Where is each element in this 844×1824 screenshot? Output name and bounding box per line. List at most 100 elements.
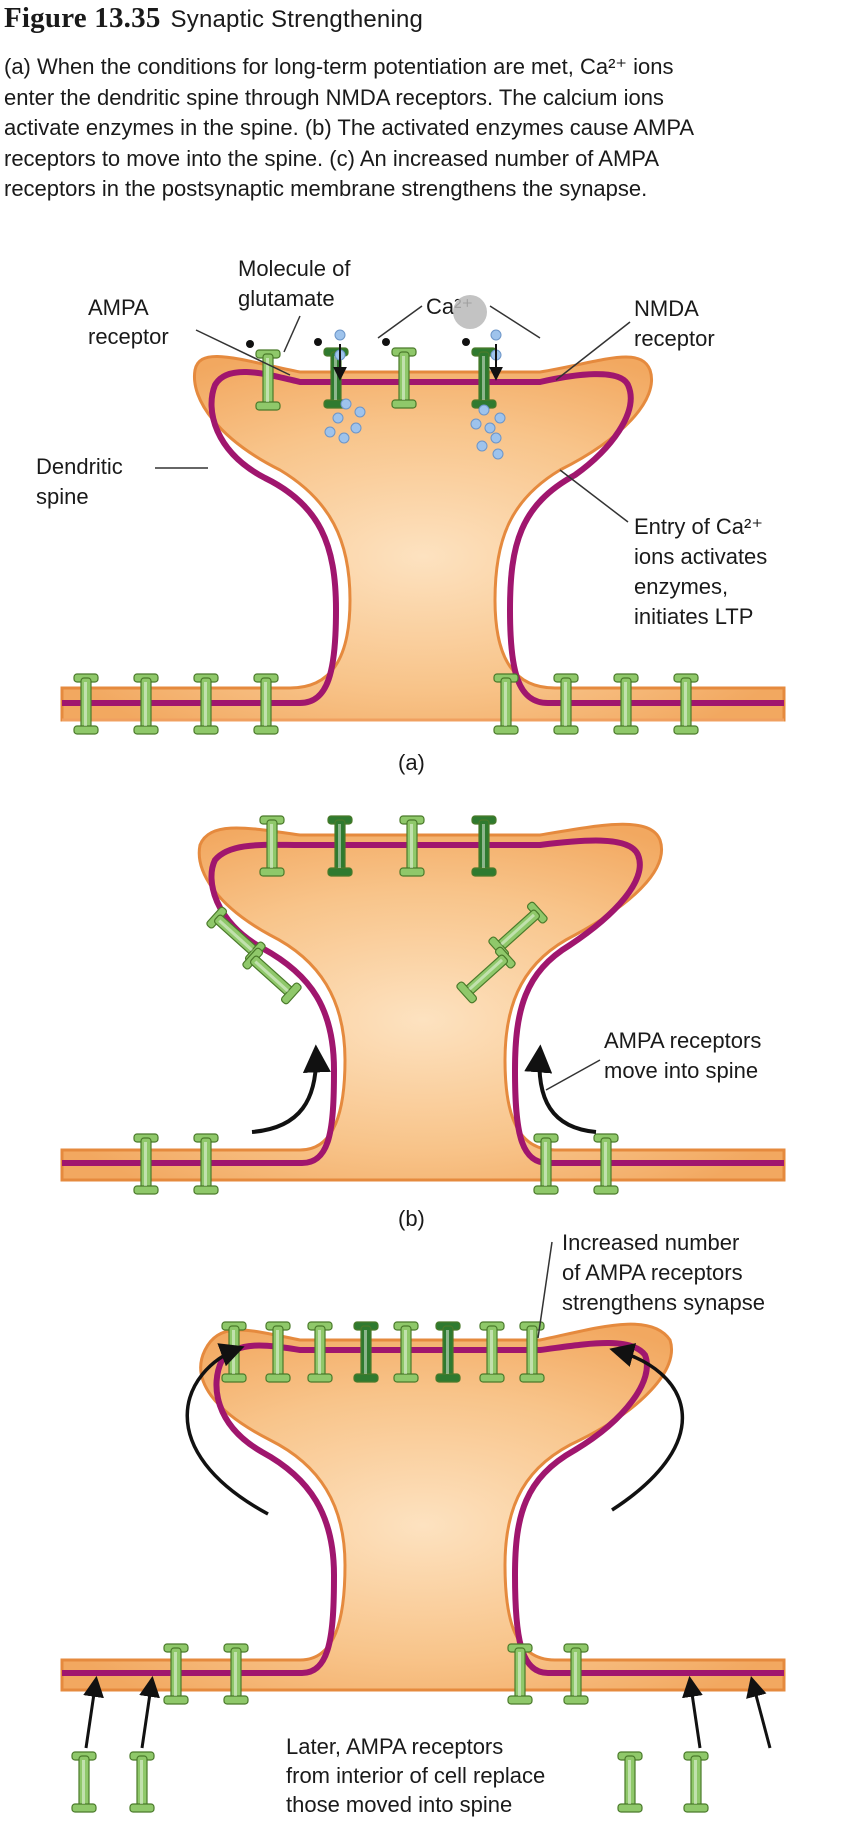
ampa-receptor <box>129 1751 155 1813</box>
calcium-ion <box>350 422 362 434</box>
ampa-receptor <box>553 673 579 735</box>
ampa-receptor <box>493 673 519 735</box>
increase-note-line1: Increased number <box>562 1230 739 1255</box>
nmda-receptor-label-line1: NMDA <box>634 296 699 321</box>
replace-note-line1: Later, AMPA receptors <box>286 1734 503 1759</box>
glutamate-molecule <box>462 338 470 346</box>
ampa-receptor <box>246 340 281 411</box>
replace-arrow-1 <box>83 1675 104 1749</box>
ampa-receptor <box>242 947 302 1005</box>
calcium-ion <box>492 448 504 460</box>
ampa-receptor <box>393 1321 419 1383</box>
increase-note-line2: of AMPA receptors <box>562 1260 743 1285</box>
replace-note-line3: those moved into spine <box>286 1792 512 1817</box>
glutamate-label-line1: Molecule of <box>238 256 351 281</box>
move-arrow-left <box>251 1044 331 1134</box>
ampa-receptor <box>163 1643 189 1705</box>
entry-note-line4: initiates LTP <box>634 604 753 629</box>
postsynaptic-membrane <box>62 369 784 706</box>
nmda-receptor <box>435 1321 461 1383</box>
calcium-ion <box>334 329 346 341</box>
ampa-receptor <box>193 1133 219 1195</box>
increase-note-leader <box>537 1241 553 1339</box>
ampa-receptor-label-line1: AMPA <box>88 295 149 320</box>
panel-c-annotations: Increased number of AMPA receptors stren… <box>83 1230 772 1817</box>
calcium-ion <box>354 406 366 418</box>
ampa-receptor <box>133 673 159 735</box>
ampa-receptor <box>223 1643 249 1705</box>
panel-b <box>60 822 786 1182</box>
calcium-ion <box>340 398 352 410</box>
calcium-ion <box>332 412 344 424</box>
ampa-receptor <box>593 1133 619 1195</box>
ampa-receptor <box>399 815 425 877</box>
calcium-ion <box>490 432 502 444</box>
caption-line: activate enzymes in the spine. (b) The a… <box>4 115 695 140</box>
move-note-leader <box>545 1059 601 1091</box>
figure-caption: (a) When the conditions for long-term po… <box>4 52 834 205</box>
calcium-ion <box>484 422 496 434</box>
highlight-marker <box>453 295 487 329</box>
panel-a-label: (a) <box>398 750 425 775</box>
figure-subtitle: Synaptic Strengthening <box>170 6 424 33</box>
nmda-receptor <box>327 815 353 877</box>
spine-body <box>60 1322 786 1692</box>
dendritic-spine-label-line1: Dendritic <box>36 454 123 479</box>
ampa-receptor <box>259 815 285 877</box>
entry-note-line2: ions activates <box>634 544 767 569</box>
calcium-ion <box>338 432 350 444</box>
calcium-leader-right <box>489 305 541 339</box>
calcium-ion <box>324 426 336 438</box>
move-note-line2: move into spine <box>604 1058 758 1083</box>
panel-a <box>60 354 786 722</box>
ampa-receptor <box>193 673 219 735</box>
ampa-receptor <box>617 1751 643 1813</box>
ampa-receptor <box>683 1751 709 1813</box>
caption-line: enter the dendritic spine through NMDA r… <box>4 84 664 110</box>
calcium-ion <box>476 440 488 452</box>
figure-number: Figure 13.35 <box>4 2 161 34</box>
replace-arrow-4 <box>746 1675 772 1749</box>
glutamate-molecule <box>382 338 390 346</box>
glutamate-molecule <box>314 338 322 346</box>
replace-arrow-2 <box>139 1675 160 1749</box>
glutamate-leader <box>283 315 301 353</box>
ampa-receptor <box>519 1321 545 1383</box>
ampa-receptor <box>673 673 699 735</box>
ampa-receptor-leader <box>195 329 291 376</box>
glutamate-molecule <box>246 340 254 348</box>
ampa-receptor-label-line2: receptor <box>88 324 169 349</box>
ampa-receptor <box>253 673 279 735</box>
move-arrow-right <box>524 1044 597 1134</box>
ampa-receptor <box>533 1133 559 1195</box>
entry-note-line1: Entry of Ca²⁺ <box>634 514 763 539</box>
replace-arrow-3 <box>682 1675 703 1749</box>
ampa-receptor <box>613 673 639 735</box>
ampa-receptor <box>71 1751 97 1813</box>
ampa-receptor <box>479 1321 505 1383</box>
calcium-ion <box>494 412 506 424</box>
postsynaptic-membrane <box>62 1340 784 1676</box>
receptor-layer <box>71 338 709 1813</box>
spine-body <box>60 822 786 1182</box>
panel-a-annotations: AMPA receptor Molecule of glutamate Ca²⁺… <box>36 256 767 775</box>
increase-note-line3: strengthens synapse <box>562 1290 765 1315</box>
panel-b-label: (b) <box>398 1206 425 1231</box>
ampa-receptor <box>382 338 417 409</box>
ampa-receptor <box>307 1321 333 1383</box>
panel-c <box>60 1322 786 1692</box>
caption-line: receptors in the postsynaptic membrane s… <box>4 176 648 201</box>
ampa-receptor <box>73 673 99 735</box>
calcium-ion <box>490 329 502 341</box>
figure-title: Figure 13.35 Synaptic Strengthening <box>4 2 423 35</box>
recruit-arrow-left <box>185 1343 269 1516</box>
entry-note-line3: enzymes, <box>634 574 728 599</box>
nmda-receptor <box>471 815 497 877</box>
ampa-receptor <box>133 1133 159 1195</box>
ampa-receptor <box>507 1643 533 1705</box>
nmda-receptor-label-line2: receptor <box>634 326 715 351</box>
panel-b-annotations: AMPA receptors move into spine (b) <box>251 1028 761 1231</box>
nmda-receptor-leader <box>555 321 631 381</box>
calcium-ion <box>478 404 490 416</box>
